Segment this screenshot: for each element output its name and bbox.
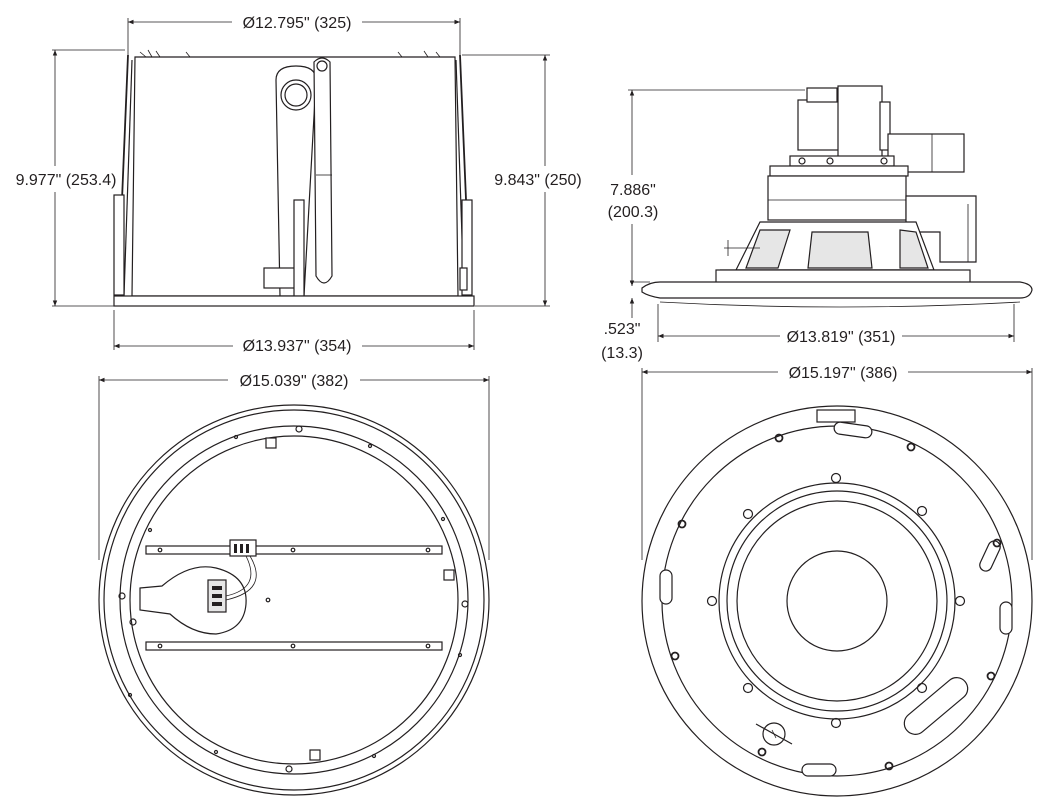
grille-thickness-label-1: .523" <box>604 321 641 338</box>
right-height-label: 9.843" (250) <box>494 172 582 189</box>
side-height-label-2: (200.3) <box>608 204 659 221</box>
driver-side-view: 7.886" (200.3) .523" (13.3 <box>601 85 1033 362</box>
top-width-label: Ø12.795" (325) <box>243 15 352 32</box>
bottom-left-diameter-label: Ø15.039" (382) <box>240 373 349 390</box>
back-can-top-view: Ø15.039" (382) <box>98 373 490 796</box>
front-view: Ø15.197" (386) <box>641 365 1033 797</box>
grille-thickness-label-2: (13.3) <box>601 345 643 362</box>
base-width-label: Ø13.937" (354) <box>243 338 352 355</box>
side-height-label-1: 7.886" <box>610 182 656 199</box>
mounting-holes <box>118 425 469 773</box>
left-height-label: 9.977" (253.4) <box>16 172 117 189</box>
bottom-right-diameter-label: Ø15.197" (386) <box>789 365 898 382</box>
screw-holes <box>670 433 1002 771</box>
side-width-label: Ø13.819" (351) <box>787 329 896 346</box>
back-can-side-view: Ø12.795" (325) 9.977" (253.4) 9.843" (25… <box>16 15 582 355</box>
driver-holes <box>706 472 966 729</box>
